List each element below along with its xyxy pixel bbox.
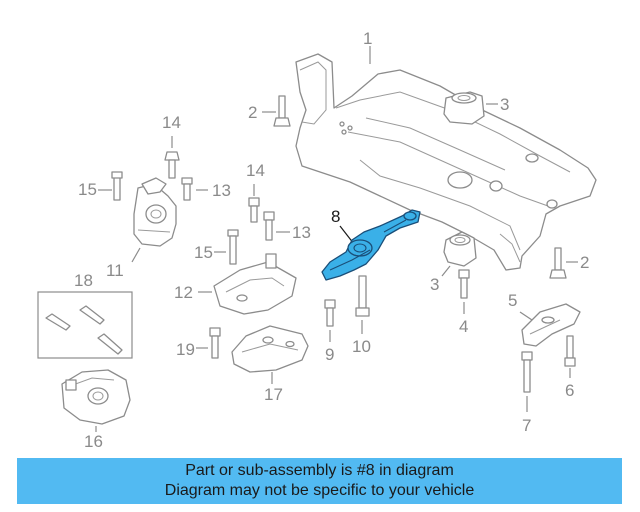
callout-label: 5	[508, 291, 517, 310]
callout-label: 14	[246, 161, 265, 180]
callout-label: 19	[176, 340, 195, 359]
bolt-part-14-left[interactable]	[164, 151, 180, 179]
bolt-part-9[interactable]	[324, 299, 336, 327]
subframe-part-1[interactable]	[295, 53, 597, 271]
callout-label: 4	[459, 317, 468, 336]
callout-label: 9	[325, 345, 334, 364]
callout-label: 1	[363, 29, 372, 48]
bracket-part-17[interactable]	[231, 325, 309, 373]
callout-label: 18	[74, 271, 93, 290]
bracket-part-5[interactable]	[521, 303, 581, 347]
callout-label: 2	[248, 103, 257, 122]
bracket-part-12[interactable]	[213, 253, 297, 315]
bolt-part-6[interactable]	[564, 335, 576, 367]
callout-label-highlighted: 8	[331, 207, 340, 226]
bushing-part-3-lower[interactable]	[443, 231, 477, 267]
bolt-part-10[interactable]	[355, 275, 370, 317]
bolt-part-13-middle[interactable]	[263, 211, 275, 241]
bolt-part-19[interactable]	[209, 327, 221, 359]
callout-label: 16	[84, 432, 103, 451]
callout-label: 11	[106, 261, 124, 280]
bolt-part-4[interactable]	[458, 269, 470, 299]
bolt-part-14-middle[interactable]	[248, 197, 260, 223]
bolt-part-15-middle[interactable]	[227, 229, 239, 265]
callout-label: 13	[212, 181, 231, 200]
callout-label: 14	[162, 113, 181, 132]
callout-label: 13	[292, 223, 311, 242]
torque-rod-part-8-highlighted[interactable]	[321, 209, 421, 281]
callout-label: 17	[264, 385, 283, 404]
banner-line-1: Part or sub-assembly is #8 in diagram	[185, 462, 454, 479]
callout-label: 6	[565, 381, 574, 400]
callout-label: 3	[500, 95, 509, 114]
mount-part-16[interactable]	[61, 369, 131, 425]
bolt-part-2-right[interactable]	[549, 247, 567, 279]
callout-label: 3	[430, 275, 439, 294]
bolt-part-7[interactable]	[521, 351, 533, 393]
callout-label: 15	[78, 180, 97, 199]
parts-diagram: 1 2 3 14 15 13 11 14	[37, 29, 597, 451]
bolt-part-15-left[interactable]	[111, 171, 123, 201]
engine-mount-part-11[interactable]	[133, 177, 177, 247]
info-banner: Part or sub-assembly is #8 in diagram Di…	[17, 458, 622, 504]
banner-line-2: Diagram may not be specific to your vehi…	[164, 482, 475, 499]
callout-label: 15	[194, 243, 213, 262]
bushing-part-3-upper[interactable]	[443, 91, 485, 125]
kit-bolts-part-18	[45, 305, 123, 355]
callout-label: 2	[580, 253, 589, 272]
callout-label: 10	[352, 337, 371, 356]
callout-label: 7	[522, 416, 531, 435]
callout-label: 12	[174, 283, 193, 302]
bolt-part-13-left[interactable]	[181, 177, 193, 201]
bolt-part-2-left[interactable]	[273, 95, 291, 127]
